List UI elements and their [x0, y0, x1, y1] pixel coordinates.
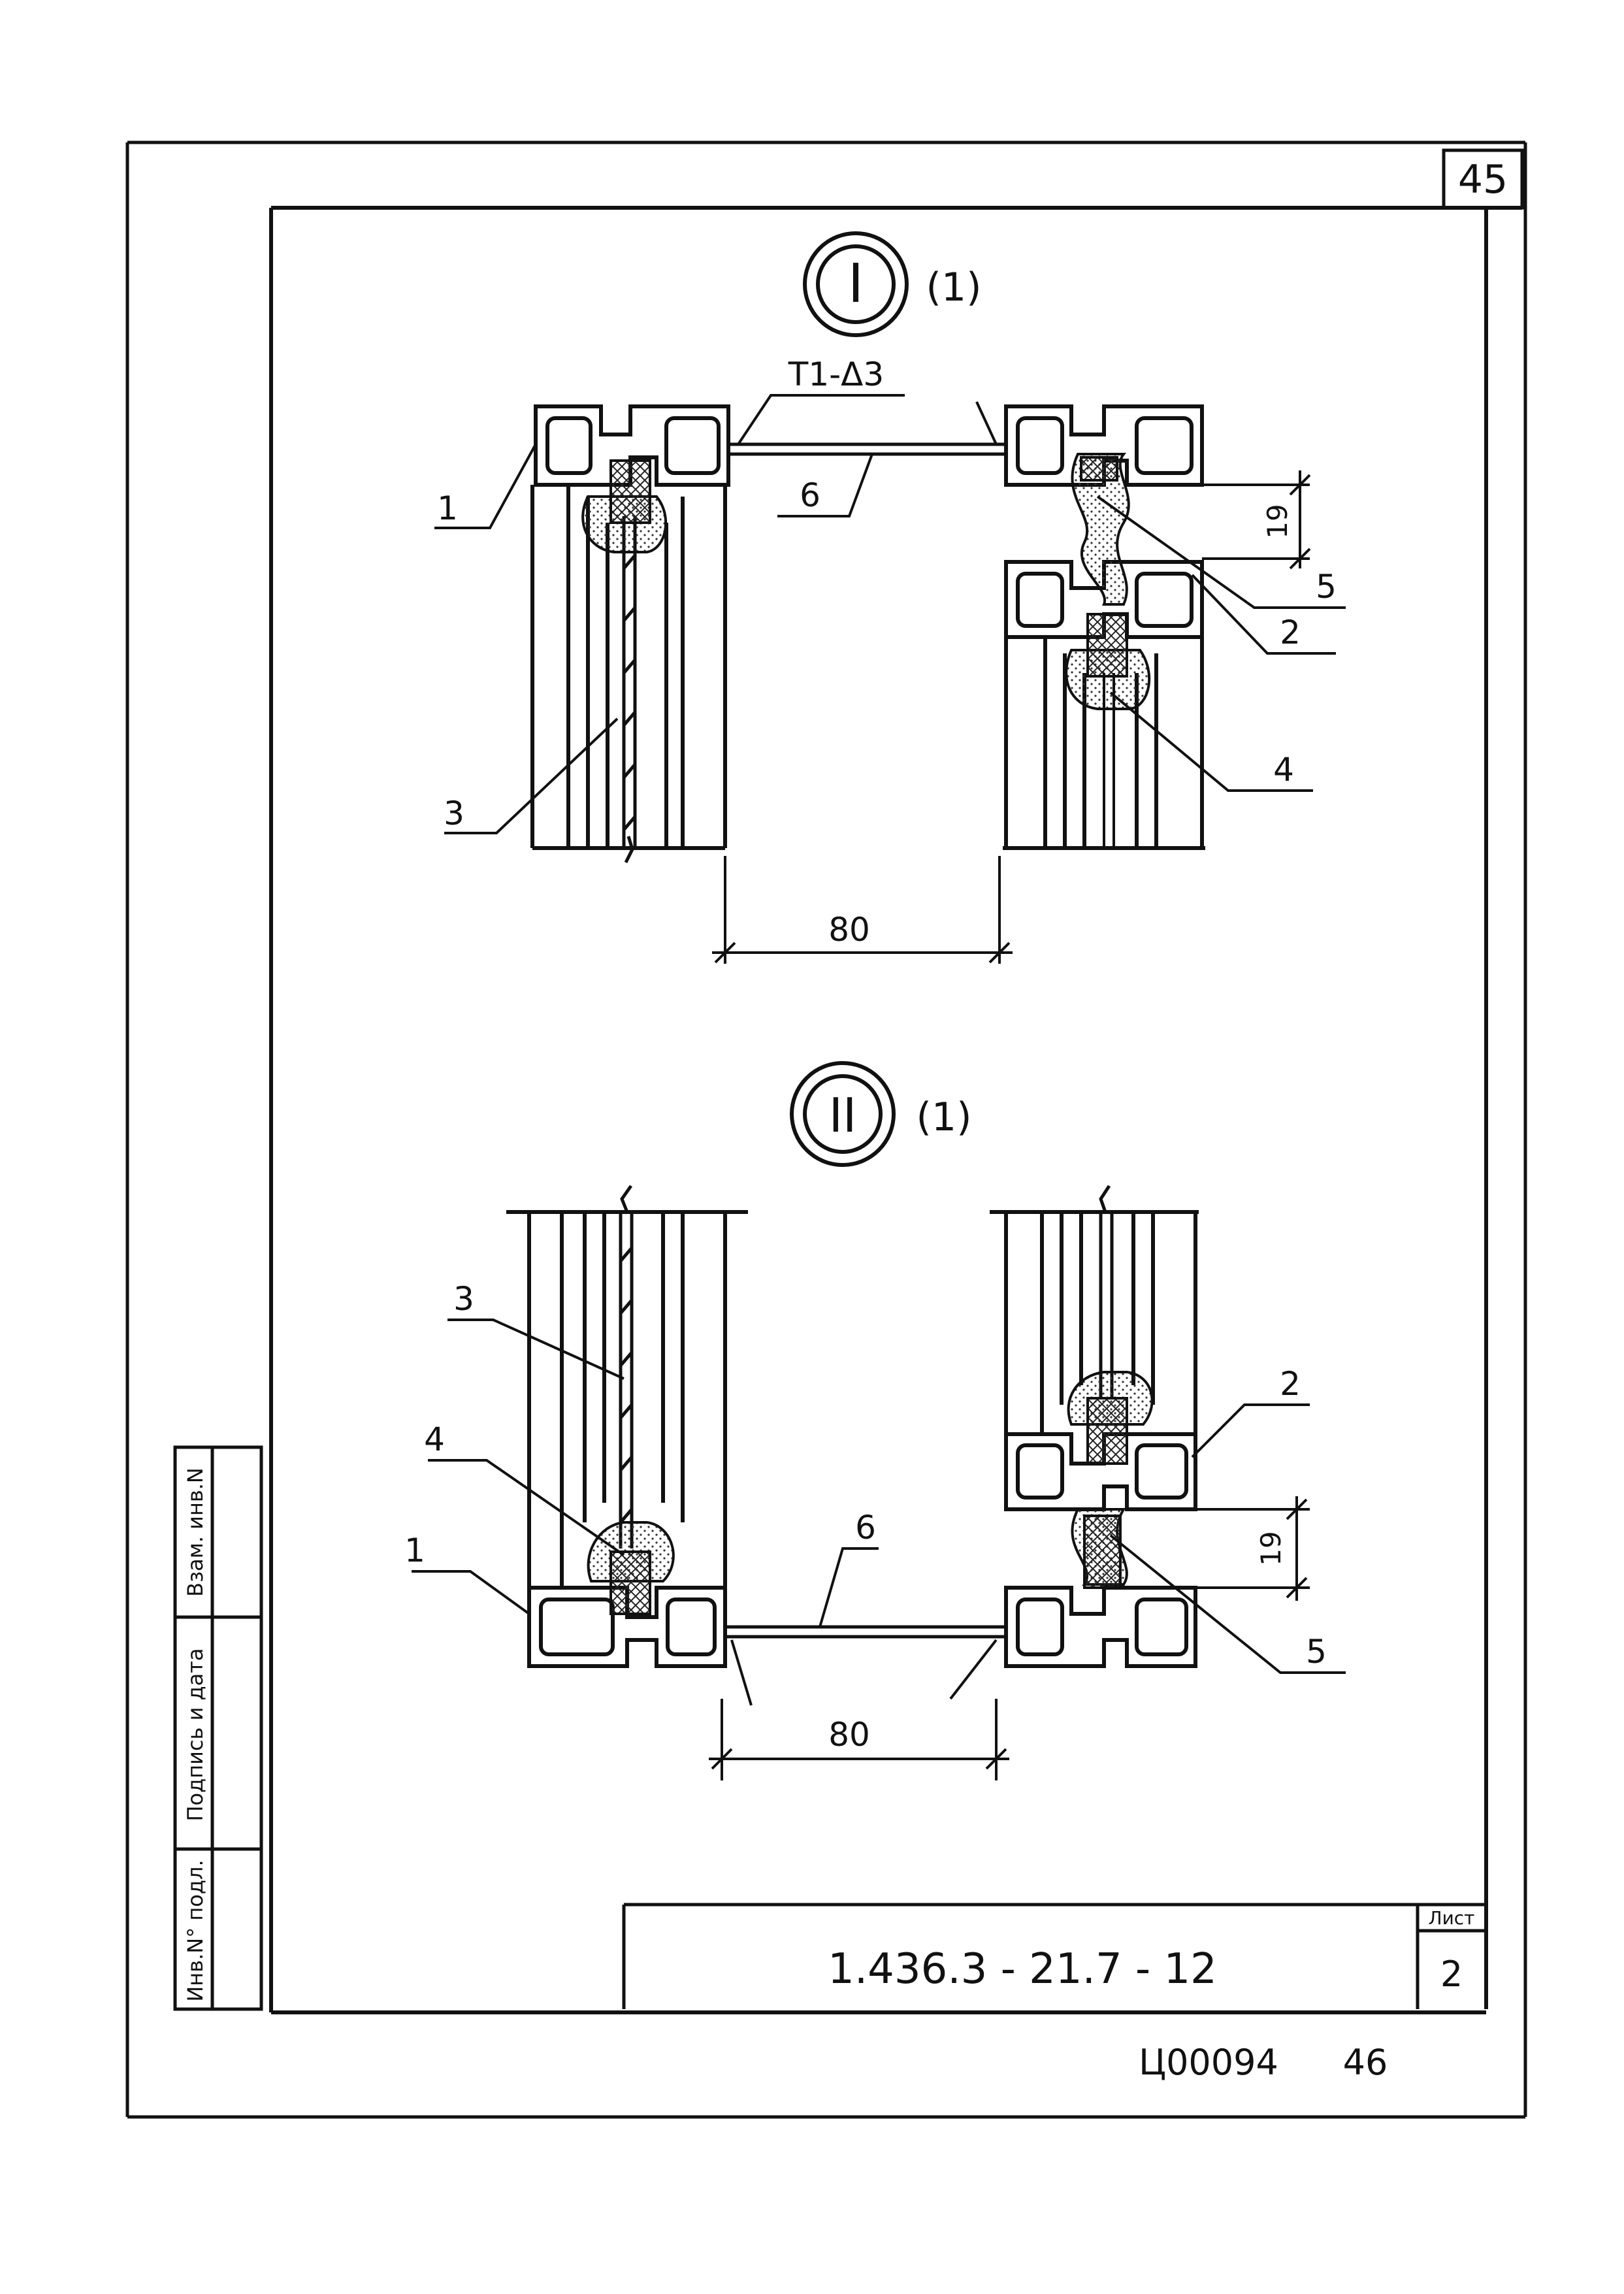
bottom-number: 46	[1343, 2042, 1388, 2083]
detail-1-dimension-80	[712, 856, 1013, 964]
detail-1-mark-label: I	[848, 253, 864, 315]
outer-frame	[125, 140, 1527, 2119]
detail-2-dimension-19-label: 19	[1255, 1531, 1287, 1565]
detail-1-right-seal	[1065, 613, 1151, 849]
detail-2-right-profile	[990, 1210, 1199, 1668]
detail-2-dimension-19	[1127, 1496, 1310, 1601]
detail-1-weld-label: Т1-Δ3	[788, 355, 884, 393]
side-stamp-col3: Взам. инв.N	[183, 1467, 208, 1597]
sheet-number: 2	[1440, 1954, 1463, 1995]
detail-1-dimension-19	[1127, 470, 1311, 570]
detail-1-callout-6: 6	[800, 476, 820, 514]
detail-1-leaders	[434, 394, 1346, 834]
detail-1-callout-5: 5	[1316, 568, 1337, 606]
detail-2-right-seal	[1067, 1371, 1154, 1465]
detail-1-dimension-80-label: 80	[828, 911, 870, 949]
detail-2-callout-3: 3	[453, 1280, 474, 1318]
detail-1-callout-1: 1	[437, 489, 458, 527]
detail-2-right-gasket	[1071, 1508, 1128, 1589]
detail-1-infill	[728, 442, 1006, 456]
side-stamp	[173, 1445, 263, 2011]
corner-number: 45	[1458, 157, 1508, 203]
detail-1-callout-2: 2	[1280, 614, 1301, 651]
title-block	[622, 1903, 1486, 2009]
detail-2-left-glass	[619, 1185, 634, 1548]
corner-number-box: 45	[1442, 148, 1524, 210]
detail-2-leaders	[412, 1319, 1346, 1706]
detail-2-infill	[725, 1625, 1006, 1639]
sheet-label: Лист	[1429, 1907, 1475, 1929]
detail-2-left-seal	[587, 1521, 675, 1615]
detail-2-callout-2: 2	[1280, 1365, 1301, 1403]
inner-frame	[269, 206, 1522, 2014]
detail-2-right-glass	[1099, 1185, 1114, 1398]
detail-2-callout-4: 4	[424, 1420, 445, 1458]
detail-2-left-profile	[506, 1210, 748, 1668]
detail-2-callout-5: 5	[1306, 1633, 1327, 1671]
detail-1-callout-4: 4	[1273, 751, 1294, 789]
detail-1-left-glass	[622, 516, 637, 864]
detail-2: II (1)	[404, 1061, 1346, 1780]
detail-2-callout-6: 6	[855, 1509, 876, 1547]
detail-1-dimension-19-label: 19	[1261, 504, 1293, 538]
detail-1-mark: I (1)	[803, 231, 982, 337]
detail-2-ref: (1)	[917, 1094, 972, 1140]
detail-1-callout-3: 3	[444, 795, 464, 832]
side-stamp-col1: Инв.N° подл.	[183, 1860, 208, 2001]
detail-1: I (1)	[434, 231, 1346, 964]
detail-2-dimension-80-label: 80	[828, 1716, 870, 1754]
detail-2-mark: II (1)	[790, 1061, 972, 1167]
detail-2-dimension-80	[709, 1699, 1009, 1780]
detail-1-right-gasket	[1071, 453, 1130, 606]
detail-1-ref: (1)	[926, 265, 982, 310]
detail-2-mark-label: II	[829, 1088, 856, 1143]
bottom-code: Ц00094	[1139, 2042, 1278, 2083]
detail-1-left-seal	[581, 459, 668, 553]
side-stamp-col2: Подпись и дата	[183, 1648, 208, 1821]
detail-2-callout-1: 1	[404, 1532, 425, 1569]
designation: 1.436.3 - 21.7 - 12	[828, 1945, 1217, 1993]
